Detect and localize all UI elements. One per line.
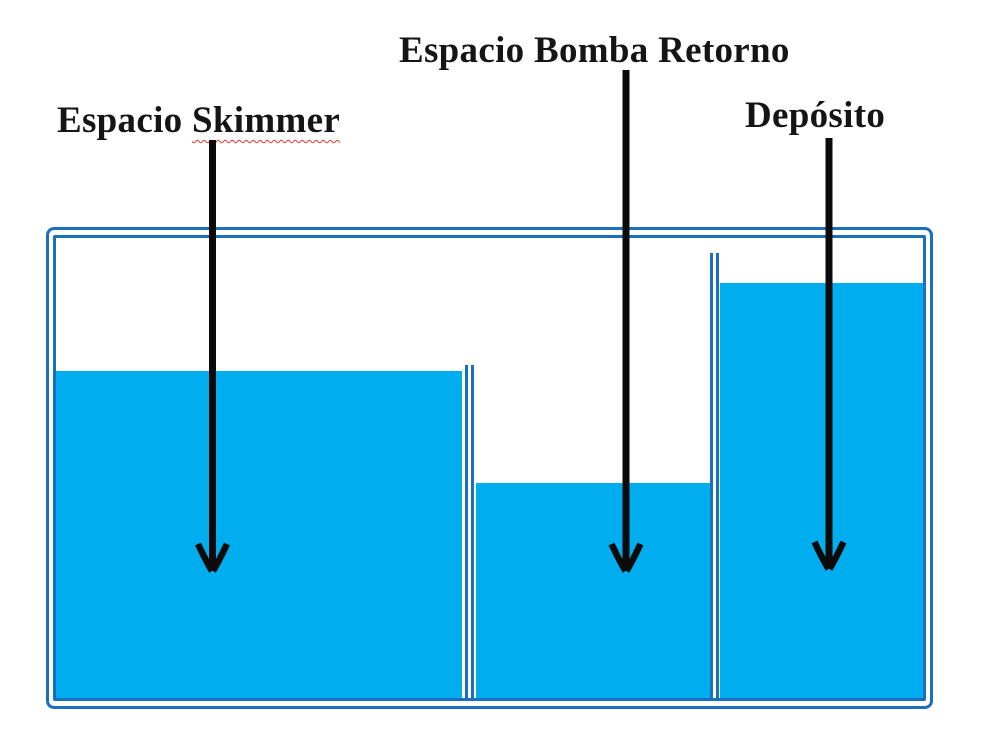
skimmer-water xyxy=(56,371,462,698)
skimmer-baffle-line-left xyxy=(465,365,468,698)
return-pump-water xyxy=(476,483,710,698)
deposito-baffle-line-left xyxy=(710,253,713,698)
label-espacio-bomba-retorno: Espacio Bomba Retorno xyxy=(399,30,790,71)
label-deposito: Depósito xyxy=(745,95,886,136)
label-espacio-skimmer: Espacio Skimmer xyxy=(57,100,341,142)
label-espacio-skimmer-prefix: Espacio xyxy=(57,100,193,141)
label-skimmer-misspell-squiggle: Skimmer xyxy=(192,100,341,141)
skimmer-baffle-line-right xyxy=(471,365,474,698)
deposito-water xyxy=(720,283,923,698)
deposito-baffle-line-right xyxy=(716,253,719,698)
